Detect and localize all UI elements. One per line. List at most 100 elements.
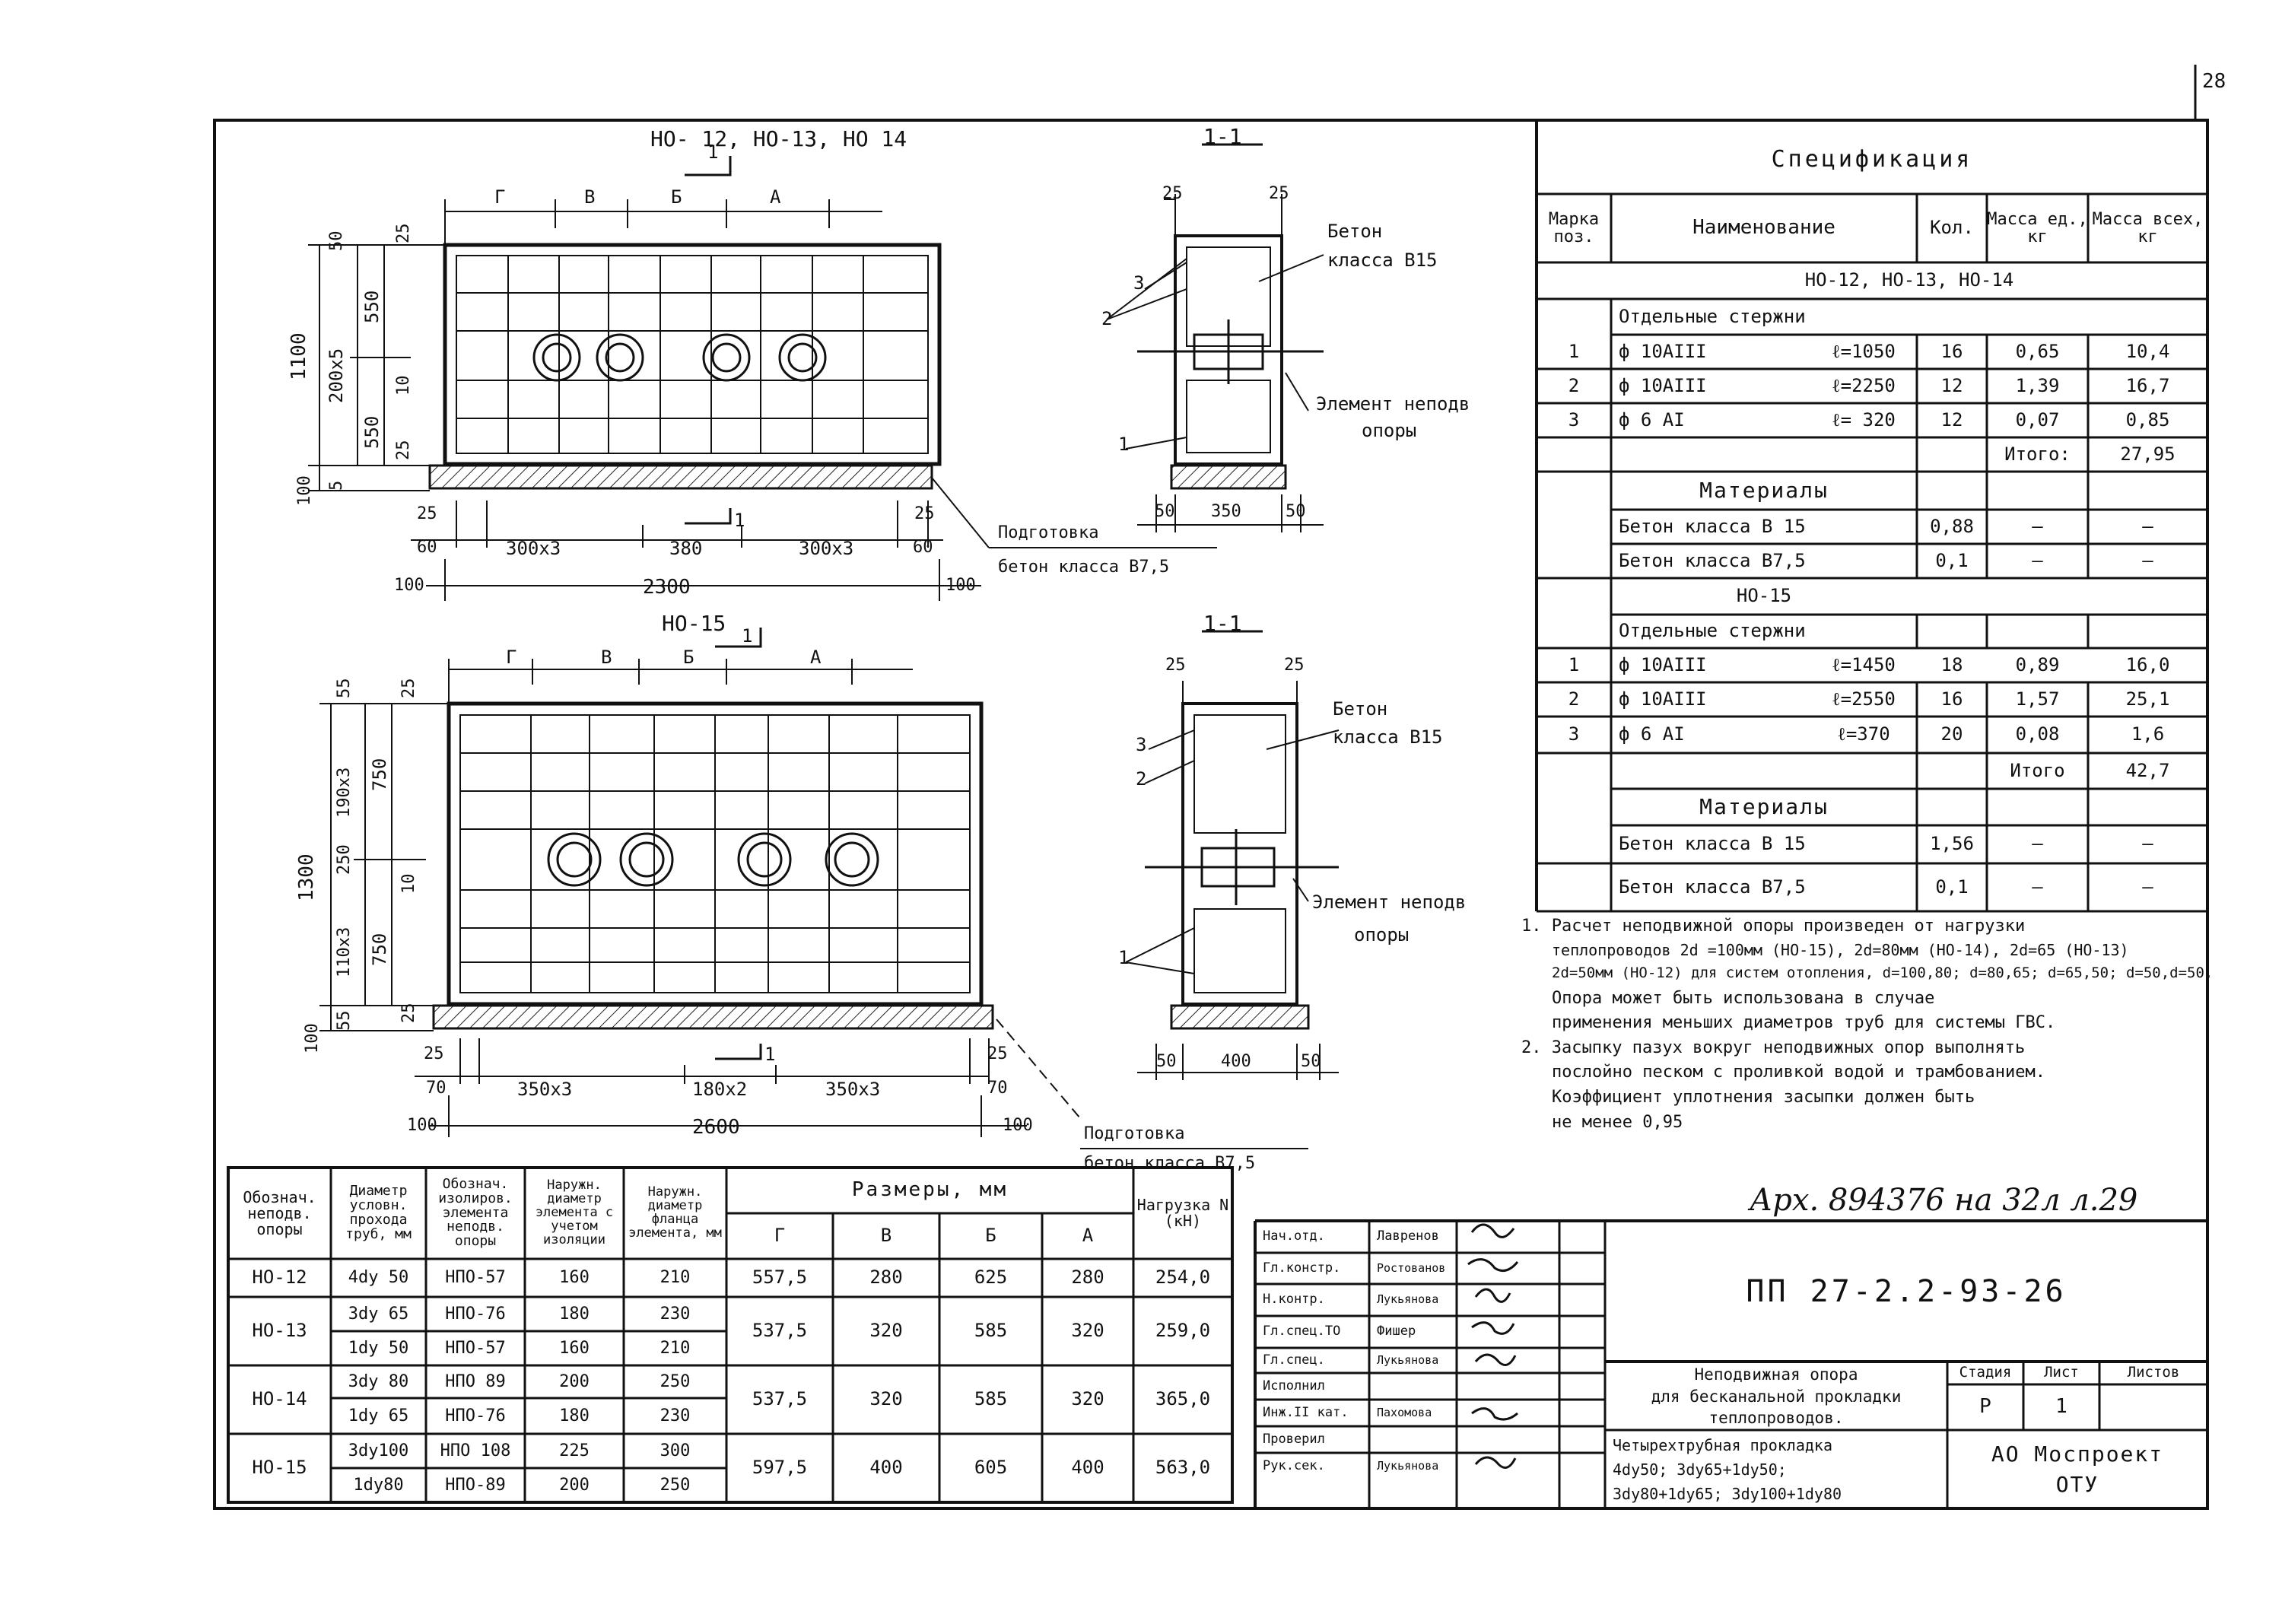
dims-r3-outer-1: 200 (559, 1371, 590, 1391)
spec-g1-total: 27,95 (2120, 443, 2176, 465)
stamp-role-7: Инж.II кат. (1263, 1404, 1349, 1420)
spec-g1-r3-total: 0,85 (2125, 408, 2170, 431)
dims-table-grid (227, 1166, 1234, 1504)
dims-r4-G: 597,5 (752, 1457, 808, 1479)
dim-A-2: А (810, 647, 822, 668)
dim2-bottom-2600: 2600 (692, 1116, 740, 1139)
dims-header-load: Нагрузка N (кН) (1136, 1196, 1229, 1230)
dims-col-A: А (1082, 1225, 1094, 1247)
spec-g1-mat1-qty: 0,88 (1930, 515, 1974, 537)
spec-g2-r2-unit: 1,57 (2015, 688, 2060, 710)
spec-header-qty: Кол. (1930, 217, 1974, 239)
spec-g2-total: 42,7 (2125, 759, 2170, 781)
dims-r4-flange-2: 250 (659, 1475, 691, 1495)
dims-r3-dia-1: 3dу 80 (348, 1371, 409, 1391)
dim-55b: 55 (335, 1010, 354, 1031)
dim-B: Б (671, 186, 682, 208)
signatures (1467, 1223, 1519, 1469)
spec-g1-r2-total: 16,7 (2125, 374, 2170, 396)
dims-r1-B: 625 (974, 1266, 1008, 1289)
prep-label-bottom-1: Подготовка (1084, 1124, 1185, 1143)
dims-r3-outer-2: 180 (559, 1406, 590, 1425)
sec1-dim-350: 350 (1211, 502, 1241, 521)
dim-bottom-60r: 60 (913, 538, 933, 557)
sec1-element-1: Элемент неподв (1316, 393, 1470, 415)
dim2-bottom-100r: 100 (1003, 1116, 1033, 1135)
dims-r1-V: 280 (869, 1266, 903, 1289)
dim-750b: 750 (369, 933, 390, 966)
dim-550b: 550 (361, 415, 383, 449)
spec-header-unit-mass: Масса ед., кг (1987, 209, 2088, 246)
spec-g1-r1-len: ℓ=1050 (1832, 340, 1896, 362)
elevation-bottom (319, 628, 1308, 1149)
dims-r4-dia-2: 1dу80 (353, 1475, 404, 1495)
spec-g2-r2-name: ф 10АIII (1619, 688, 1707, 710)
dims-r2-G: 537,5 (752, 1320, 808, 1342)
dims-r2-A: 320 (1071, 1320, 1104, 1342)
spec-g1-r2-qty: 12 (1940, 374, 1963, 396)
spec-g1-mat1-name: Бетон класса В 15 (1619, 515, 1806, 537)
dim-250: 250 (335, 844, 354, 875)
dims-r4-flange-1: 300 (659, 1441, 691, 1460)
sec2-dim-50b: 50 (1301, 1052, 1321, 1071)
stamp-name-6 (1369, 1373, 1457, 1400)
spec-title: Спецификация (1771, 146, 1973, 173)
dims-r2-dia-1: 3dу 65 (348, 1304, 409, 1324)
dim-100-2: 100 (303, 1023, 322, 1054)
dim-bottom-25r: 25 (914, 504, 935, 523)
spec-g1-r3-qty: 12 (1940, 408, 1963, 431)
spec-g2-r1-name: ф 10АIII (1619, 653, 1707, 675)
spec-g1-r2-pos: 2 (1568, 374, 1580, 396)
spec-g1-r2-len: ℓ=2250 (1832, 374, 1896, 396)
stamp-sheet-header: Лист (2044, 1364, 2079, 1381)
dim-25a: 25 (394, 223, 413, 244)
stamp-name-1: Лавренов (1377, 1228, 1439, 1244)
sec2-pos-2: 2 (1136, 768, 1147, 790)
prep-label-bottom-2: бетон класса В7,5 (1084, 1154, 1256, 1173)
note-line-8: Коэффициент уплотнения засыпки должен бы… (1552, 1088, 1975, 1107)
spec-g1-r2-name: ф 10АIII (1619, 374, 1707, 396)
spec-g1-mat1-unit: — (2032, 515, 2043, 537)
stamp-name-7: Пахомова (1377, 1405, 1432, 1419)
dims-r3-N: 365,0 (1155, 1388, 1211, 1410)
spec-group1-title: НО-12, НО-13, НО-14 (1804, 269, 2014, 291)
sec2-element-1: Элемент неподв (1312, 891, 1467, 913)
sec2-dim-25a: 25 (1165, 656, 1186, 675)
stamp-title-2: для бесканальной прокладки (1651, 1387, 1902, 1406)
dims-r1-N: 254,0 (1155, 1266, 1211, 1289)
stamp-stage: Р (1979, 1395, 1991, 1419)
stamp-role-4: Гл.спец.ТО (1263, 1324, 1341, 1340)
sec1-concrete-1: Бетон (1327, 221, 1383, 242)
spec-g1-r3-name: ф 6 АI (1619, 408, 1685, 431)
spec-g1-materials-title: Материалы (1699, 478, 1829, 504)
note-line-4: Опора может быть использована в случае (1552, 989, 1935, 1008)
dim-5: 5 (327, 480, 346, 491)
section-top-title: 1-1 (1203, 124, 1242, 149)
sec2-dim-50a: 50 (1156, 1052, 1177, 1071)
dims-header-mark: Обознач. неподв. опоры (243, 1187, 316, 1238)
dims-col-V: В (880, 1225, 892, 1247)
dim-10: 10 (394, 375, 413, 396)
stamp-title-1: Неподвижная опора (1694, 1365, 1858, 1384)
dims-r3-elem-2: НПО-76 (445, 1406, 506, 1425)
dims-r4-N: 563,0 (1155, 1457, 1211, 1479)
stamp-role-8: Проверил (1263, 1431, 1325, 1447)
spec-g2-r1-qty: 18 (1940, 653, 1963, 675)
dims-header-outer: Наружн. диаметр элемента с учетом изоляц… (535, 1177, 614, 1247)
spec-g1-r1-total: 10,4 (2125, 340, 2170, 362)
cut-mark-top-1: 1 (707, 141, 719, 163)
elevation-top (308, 156, 1217, 601)
spec-g1-mat2-qty: 0,1 (1935, 549, 1969, 571)
dims-r2-flange-1: 230 (659, 1304, 691, 1324)
cut-mark-bottom-2: 1 (764, 1044, 776, 1065)
spec-g2-mat1-name: Бетон класса В 15 (1619, 833, 1806, 855)
stamp-name-3: Лукьянова (1377, 1292, 1439, 1307)
dims-r4-V: 400 (869, 1457, 903, 1479)
dims-r3-G: 537,5 (752, 1388, 808, 1410)
sec2-pos-1: 1 (1118, 947, 1130, 968)
dim-G-2: Г (506, 647, 517, 668)
sec1-pos-2: 2 (1101, 308, 1113, 329)
stamp-org-2: ОТУ (2055, 1472, 2099, 1498)
spec-group2-title: НО-15 (1736, 585, 1792, 607)
dims-r1-dia: 4dу 50 (348, 1268, 409, 1288)
